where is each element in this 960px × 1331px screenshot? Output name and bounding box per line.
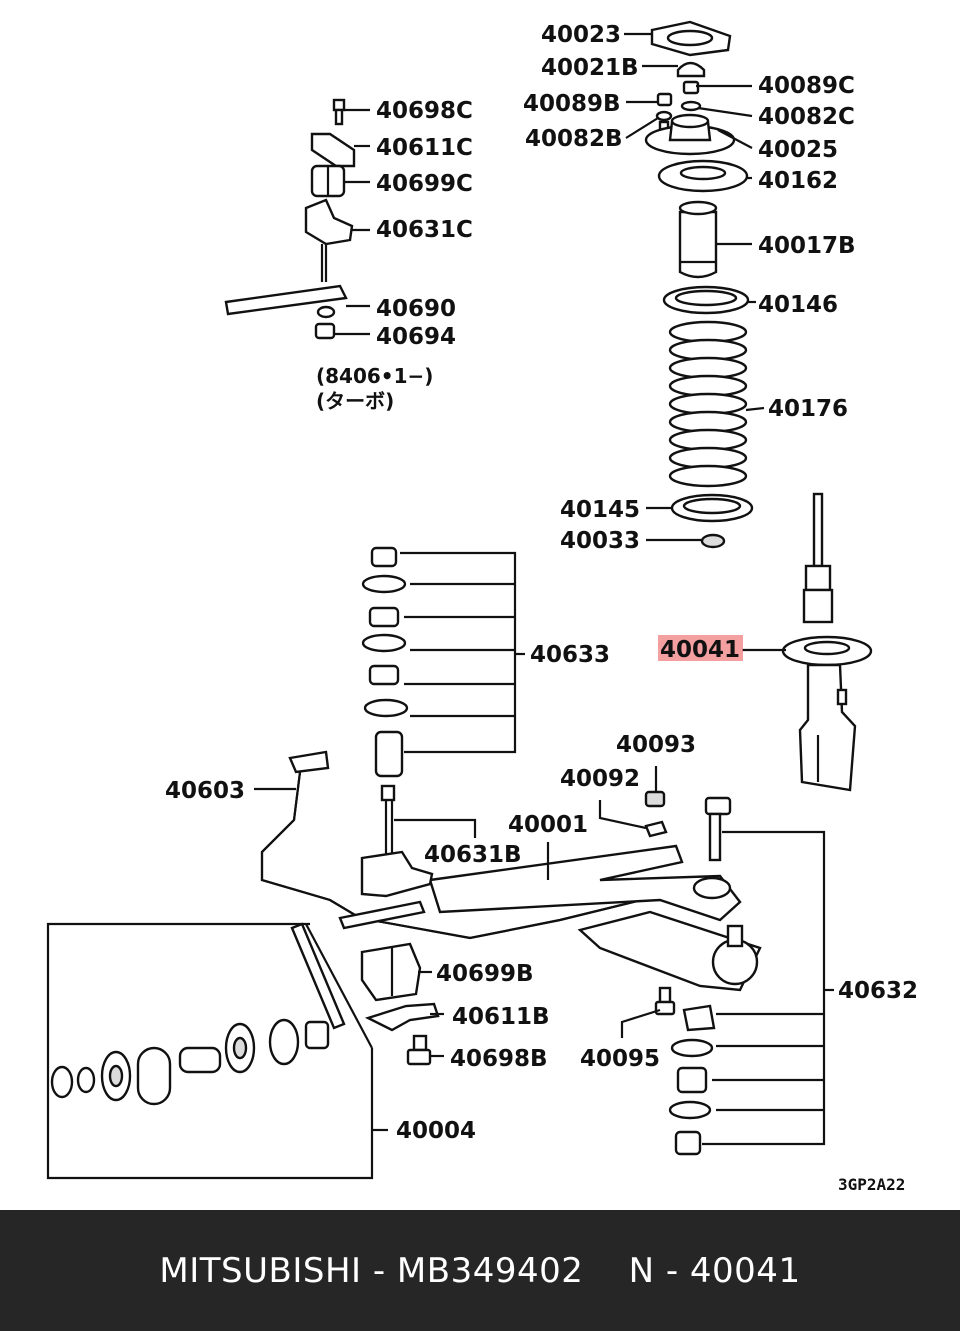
label-40023[interactable]: 40023	[541, 22, 621, 48]
bumper-40033	[700, 533, 726, 549]
label-40690[interactable]: 40690	[376, 296, 456, 322]
part-number-labels: 40023 40021B 40089C 40089B 40082C 40082B…	[165, 22, 918, 1144]
bushing-stack-40633	[361, 546, 525, 778]
strut-mount-group	[644, 20, 750, 315]
label-40698C[interactable]: 40698C	[376, 98, 473, 124]
label-40021B[interactable]: 40021B	[541, 55, 639, 81]
stabilizer-bar-40603	[254, 750, 651, 940]
label-40611C[interactable]: 40611C	[376, 135, 473, 161]
label-40162[interactable]: 40162	[758, 168, 838, 194]
drawing-code: 3GP2A22	[838, 1175, 905, 1194]
nut-40093	[644, 790, 666, 808]
parts-diagram: 40023 40021B 40089C 40089B 40082C 40082B…	[46, 20, 919, 1194]
label-40004[interactable]: 40004	[396, 1118, 476, 1144]
label-40631B[interactable]: 40631B	[424, 842, 522, 868]
label-40033[interactable]: 40033	[560, 528, 640, 554]
label-40095[interactable]: 40095	[580, 1046, 660, 1072]
label-40694[interactable]: 40694	[376, 324, 456, 350]
label-40082C[interactable]: 40082C	[758, 104, 855, 130]
label-40176[interactable]: 40176	[768, 396, 848, 422]
label-40698B[interactable]: 40698B	[450, 1046, 548, 1072]
label-40093[interactable]: 40093	[616, 732, 696, 758]
clamp-40611B	[364, 1002, 440, 1032]
applicability-note-line2: (ターボ)	[316, 389, 394, 413]
lower-control-arm-40001	[338, 842, 762, 992]
label-40146[interactable]: 40146	[758, 292, 838, 318]
strut-bar-kit-40004	[46, 922, 388, 1180]
label-40001[interactable]: 40001	[508, 812, 588, 838]
label-40603[interactable]: 40603	[165, 778, 245, 804]
part-info-text: MITSUBISHI - MB349402 N - 40041	[159, 1250, 801, 1291]
shock-strut-40041	[781, 492, 873, 792]
label-40611B[interactable]: 40611B	[452, 1004, 550, 1030]
applicability-note-line1: (8406•1−)	[316, 364, 433, 388]
diagram-canvas: 40023 40021B 40089C 40089B 40082C 40082B…	[46, 20, 918, 1194]
label-40633[interactable]: 40633	[530, 642, 610, 668]
label-40632[interactable]: 40632	[838, 978, 918, 1004]
turbo-stabilizer-parts	[224, 98, 356, 340]
label-40145[interactable]: 40145	[560, 497, 640, 523]
leader-lines	[334, 32, 786, 652]
washer-40092	[644, 820, 668, 838]
label-40699B[interactable]: 40699B	[436, 961, 534, 987]
label-40082B[interactable]: 40082B	[525, 126, 623, 152]
label-40025[interactable]: 40025	[758, 137, 838, 163]
bolt-40095	[654, 1000, 676, 1016]
highlighted-part-box	[658, 635, 743, 661]
label-40089B[interactable]: 40089B	[523, 91, 621, 117]
label-40089C[interactable]: 40089C	[758, 73, 855, 99]
label-40631C[interactable]: 40631C	[376, 217, 473, 243]
label-40092[interactable]: 40092	[560, 766, 640, 792]
link-bolt-40631B	[360, 784, 477, 898]
label-40041[interactable]: 40041	[660, 637, 740, 663]
label-40699C[interactable]: 40699C	[376, 171, 473, 197]
bolt-bushing-set-40632	[668, 796, 834, 1156]
bolt-40698B	[412, 1034, 428, 1052]
label-40017B[interactable]: 40017B	[758, 233, 856, 259]
part-info-footer: MITSUBISHI - MB349402 N - 40041	[0, 1210, 960, 1331]
coil-spring-40176	[668, 320, 748, 488]
